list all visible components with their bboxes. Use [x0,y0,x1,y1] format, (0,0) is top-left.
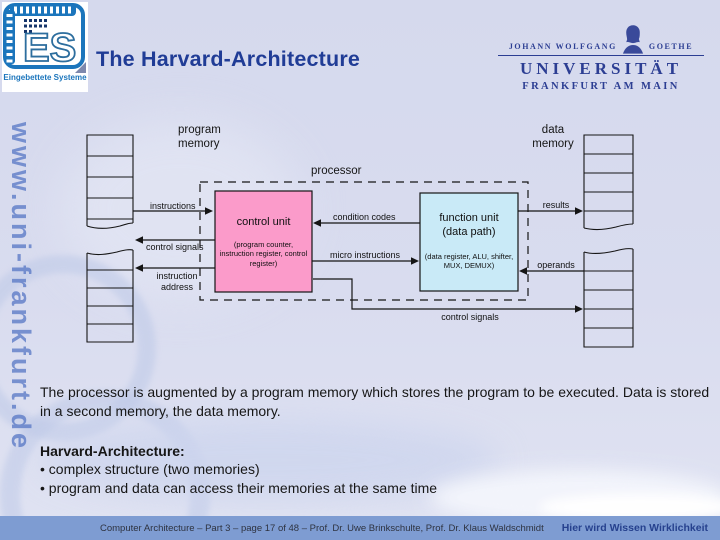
logo-fold-decoration [75,62,86,73]
es-letters: ES [23,26,76,70]
university-name-left: JOHANN WOLFGANG [508,42,617,51]
slide-paragraph: The processor is augmented by a program … [40,384,710,419]
es-logo: ES Eingebettete Systeme [2,2,88,92]
es-chip-icon: ES [3,3,85,71]
data-memory-stack [583,134,634,348]
control-unit-detail: (program counter, instruction register, … [219,240,308,268]
function-unit-title: function unit [439,212,499,224]
function-unit-box [419,192,519,292]
data-memory-label: data memory [532,124,574,150]
program-memory-label: program memory [178,124,221,150]
processor-label: processor [311,165,362,177]
instructions-label: instructions [150,201,196,211]
university-name-right: GOETHE [648,42,694,51]
goethe-portrait-icon [622,25,643,54]
function-unit-detail: (data register, ALU, shifter, MUX, DEMUX… [424,252,514,271]
footer-slogan: Hier wird Wissen Wirklichkeit [561,522,708,534]
control-signals-left-label: control signals [146,242,204,252]
footer-course-info: Computer Architecture – Part 3 – page 17… [100,522,544,534]
page-title: The Harvard-Architecture [96,47,361,71]
slide-heading: Harvard-Architecture: [40,443,185,459]
control-signals-bottom-label: control signals [441,312,499,322]
program-memory-stack [86,134,134,343]
university-line3: FRANKFURT AM MAIN [522,81,680,92]
micro-instructions-label: micro instructions [330,250,401,260]
university-line2: UNIVERSITÄT [519,59,683,78]
control-unit-title: control unit [236,216,291,228]
slide-bullet: • complex structure (two memories) [40,461,260,477]
chip-dots [24,19,47,33]
instruction-address-label: instruction address [156,271,198,292]
operands-label: operands [537,260,575,270]
footer-bar: Computer Architecture – Part 3 – page 17… [0,516,720,540]
university-url-watermark: www.uni-frankfurt.de [6,122,36,451]
condition-codes-label: condition codes [333,212,396,222]
es-logo-caption: Eingebettete Systeme [3,73,87,82]
function-unit-path-label: (data path) [442,226,496,238]
slide-bullet: • program and data can access their memo… [40,480,438,496]
university-logo: JOHANN WOLFGANG GOETHE UNIVERSITÄT FRANK… [498,24,704,92]
results-label: results [542,200,570,210]
